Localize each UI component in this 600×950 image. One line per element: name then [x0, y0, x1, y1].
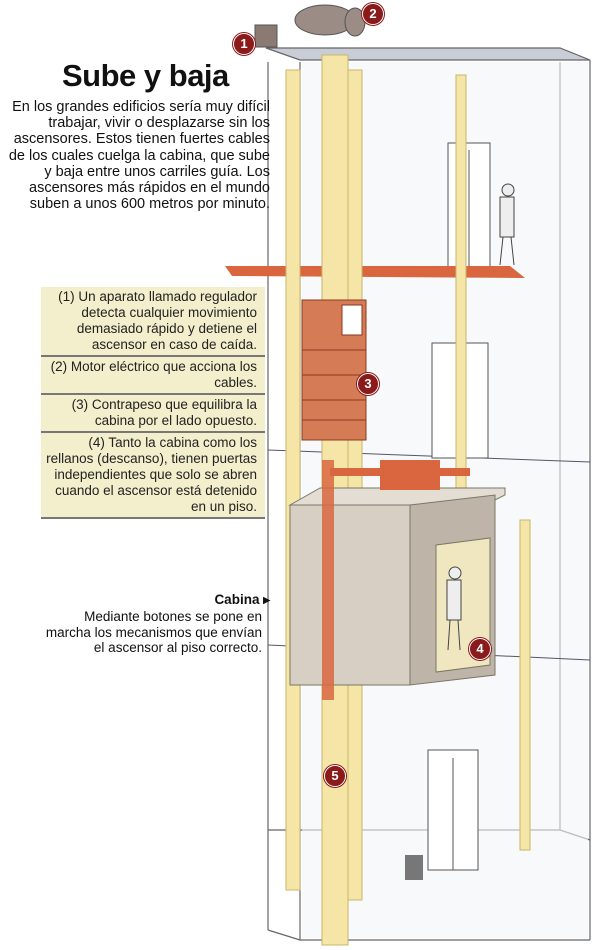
cabina-text: Mediante botones se pone en marcha los m…	[45, 609, 262, 655]
landing-door-top	[447, 142, 491, 269]
guide-rail	[285, 69, 301, 891]
note-doors: (4) Tanto la cabina como los rellanos (d…	[41, 433, 265, 519]
arrow-right-icon: ▸	[263, 592, 270, 607]
landing-door-bottom	[427, 749, 479, 871]
weight-object	[405, 855, 423, 880]
person-figure	[499, 183, 515, 266]
marker-4: 4	[469, 638, 491, 660]
counterweight	[301, 299, 367, 441]
marker-2: 2	[362, 3, 384, 25]
notes-panel: (1) Un aparato llamado regulador detecta…	[41, 287, 265, 519]
marker-3: 3	[357, 373, 379, 395]
marker-5: 5	[324, 765, 346, 787]
guide-rail	[519, 519, 531, 851]
intro-text: En los grandes edificios sería muy difíc…	[8, 99, 270, 213]
motor	[254, 4, 366, 48]
landing-platform	[225, 266, 525, 278]
note-regulator: (1) Un aparato llamado regulador detecta…	[41, 287, 265, 357]
guide-rail	[347, 69, 363, 901]
page-title: Sube y baja	[62, 58, 229, 93]
cabina-heading: Cabina ▸	[150, 592, 270, 608]
cabina-title: Cabina	[214, 592, 260, 607]
marker-1: 1	[233, 33, 255, 55]
note-motor: (2) Motor eléctrico que acciona los cabl…	[41, 357, 265, 395]
person-figure	[446, 566, 462, 651]
note-counterweight: (3) Contrapeso que equilibra la cabina p…	[41, 395, 265, 433]
